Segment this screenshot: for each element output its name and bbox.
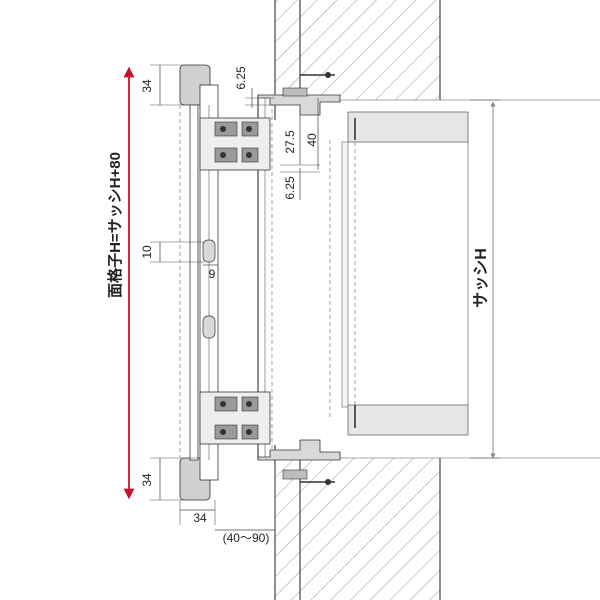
dim-27-5: 27.5: [283, 130, 297, 154]
dim-40: 40: [305, 133, 319, 147]
sash-frame: [257, 72, 356, 485]
dim-range: (40〜90): [223, 531, 270, 545]
dim-6-25-top: 6.25: [234, 66, 248, 90]
dim-34-bottom: 34: [140, 473, 154, 487]
total-height-label: 面格子H=サッシH+80: [106, 152, 124, 298]
dimension-lines: [150, 64, 320, 535]
sash-height-arrow: [470, 99, 500, 459]
dim-34-top: 34: [140, 79, 154, 93]
dim-9: 9: [209, 267, 216, 281]
window-sill-boards: [341, 111, 469, 436]
wall-section: [274, 0, 600, 600]
grille-section: [179, 64, 271, 501]
dim-6-25-lower: 6.25: [283, 176, 297, 200]
sash-height-label: サッシH: [472, 248, 490, 308]
dim-10: 10: [140, 245, 154, 259]
dim-34-horizontal: 34: [193, 511, 207, 525]
